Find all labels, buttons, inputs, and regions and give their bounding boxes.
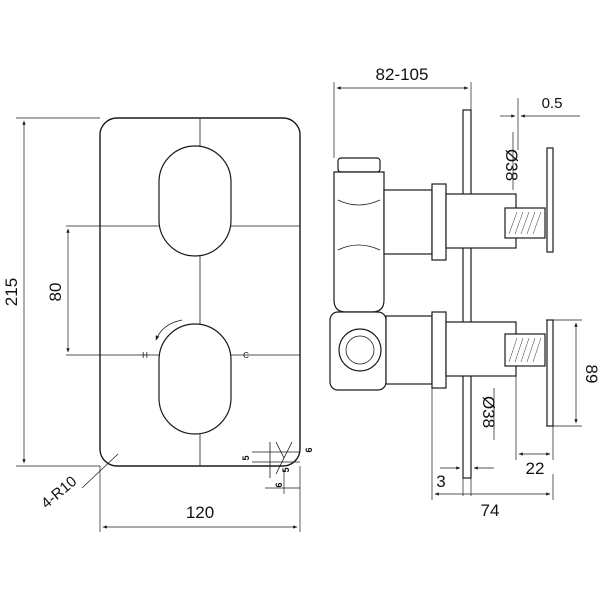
side-view: 82-105 0.5 Ø38 Ø38 89 3 22 74 xyxy=(329,65,600,520)
lower-cartridge-hex xyxy=(385,315,433,385)
lower-outlet-inner xyxy=(345,335,375,365)
gap-label: 0.5 xyxy=(542,95,563,112)
hot-label: H xyxy=(142,351,148,360)
lower-outlet-outer xyxy=(338,328,382,372)
bevel-detail: 5 6 5 6 xyxy=(241,441,314,494)
lower-diameter-label: Ø38 xyxy=(479,396,498,428)
upper-oval-handle xyxy=(158,145,232,257)
upper-cartridge-stem xyxy=(445,193,517,249)
handle-spacing-label: 80 xyxy=(46,283,65,302)
cold-label: C xyxy=(243,351,249,360)
lower-cartridge-stem xyxy=(445,321,517,377)
upper-cartridge-hatch xyxy=(508,211,542,235)
overall-depth-label: 74 xyxy=(481,501,500,520)
bevel-label-4: 6 xyxy=(274,482,284,487)
bevel-label-2: 6 xyxy=(304,447,314,452)
valve-body xyxy=(333,171,385,313)
valve-top-nut xyxy=(337,157,381,173)
upper-handle-plate xyxy=(546,147,554,253)
lower-handle-plate xyxy=(546,319,554,427)
rotation-arrow-icon xyxy=(155,319,183,341)
valve-body-waist xyxy=(337,199,381,251)
corner-radius-label: 4-R10 xyxy=(38,473,80,512)
lower-oval-handle xyxy=(158,323,232,435)
corner-radius-leader xyxy=(81,453,119,489)
bevel-label-3: 5 xyxy=(281,467,291,472)
lower-cartridge-hatch xyxy=(508,337,542,363)
upper-diameter-label: Ø38 xyxy=(502,149,521,181)
wall-plate xyxy=(462,109,472,479)
depth-range-label: 82-105 xyxy=(376,65,429,84)
plate-label: 3 xyxy=(436,472,445,491)
upper-cartridge-sleeve xyxy=(431,183,447,261)
bevel-label-1: 5 xyxy=(241,455,251,460)
handle-depth-label: 22 xyxy=(526,459,545,478)
lower-cartridge-sleeve xyxy=(431,311,447,389)
width-dimension-label: 120 xyxy=(186,503,214,522)
height-dimension-label: 215 xyxy=(2,278,21,306)
upper-cartridge-hex xyxy=(383,189,433,255)
front-view: H C 215 80 120 4-R10 5 6 5 6 xyxy=(2,117,314,532)
spacing-label: 89 xyxy=(582,365,600,384)
